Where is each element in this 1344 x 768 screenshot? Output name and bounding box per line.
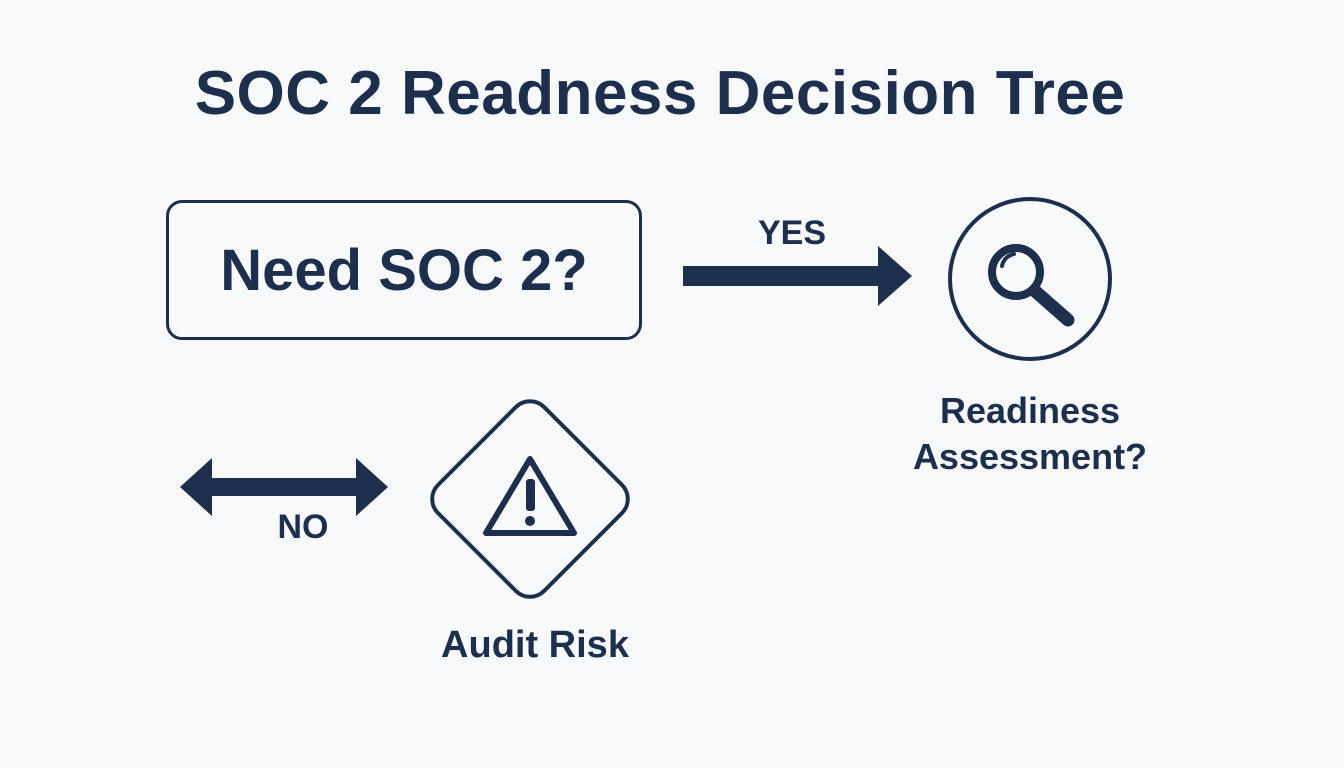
diagram-title: SOC 2 Readness Decision Tree xyxy=(194,59,1126,128)
readiness-assessment-label: Readiness Assessment? xyxy=(880,388,1180,480)
no-label: NO xyxy=(277,508,329,546)
magnifying-glass-icon xyxy=(988,244,1075,327)
audit-risk-node xyxy=(430,399,630,599)
readiness-label-line2: Assessment? xyxy=(912,436,1148,477)
yes-label: YES xyxy=(757,214,827,252)
readiness-label-line1: Readiness xyxy=(939,390,1121,431)
warning-triangle-icon xyxy=(483,456,577,536)
no-arrow xyxy=(180,458,388,516)
audit-risk-label: Audit Risk xyxy=(441,624,629,666)
decision-question: Need SOC 2? xyxy=(220,237,588,303)
decision-node: Need SOC 2? xyxy=(166,200,642,340)
readiness-node xyxy=(948,197,1112,361)
yes-arrow xyxy=(683,246,912,306)
